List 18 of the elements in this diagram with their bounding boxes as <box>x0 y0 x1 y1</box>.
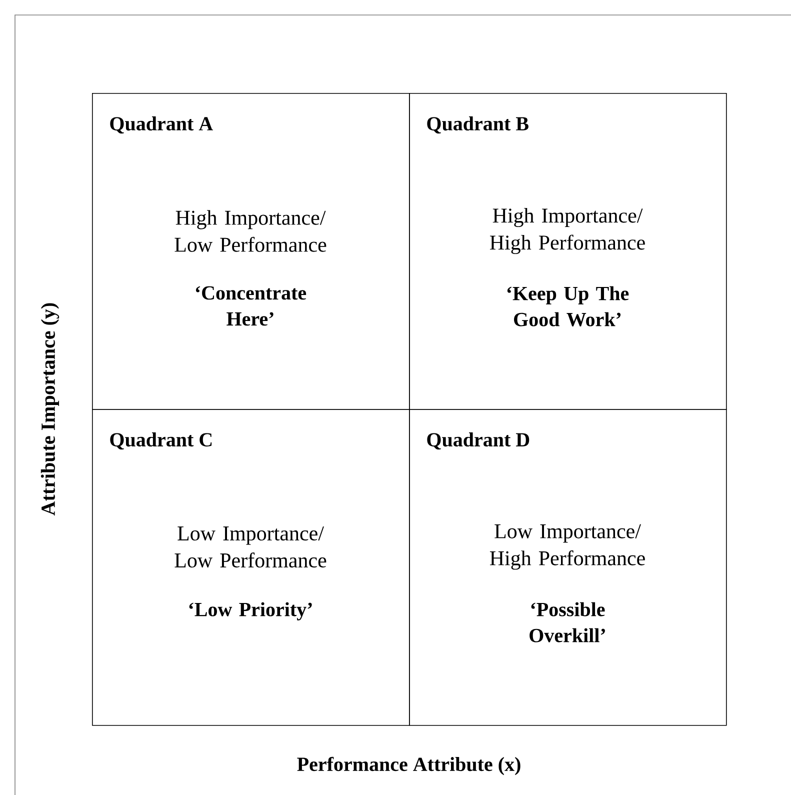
quadrant-heading: Quadrant C <box>110 432 212 450</box>
quadrant-motto: ‘Possible Overkill’ <box>530 602 605 642</box>
quadrant-description: High Importance/ High Performance <box>490 208 645 254</box>
quadrant-description: Low Importance/ High Performance <box>490 524 645 570</box>
quadrant-box <box>409 409 727 726</box>
quadrant-box <box>92 93 410 410</box>
quadrant-box <box>92 409 410 726</box>
axis-label: Performance Attribute (x) <box>297 756 520 776</box>
quadrant-heading: Quadrant B <box>427 116 528 134</box>
quadrant-motto: ‘Concentrate Here’ <box>196 286 306 326</box>
quadrant-heading: Quadrant A <box>110 116 213 134</box>
quadrant-motto: ‘Keep Up The Good Work’ <box>507 286 629 326</box>
quadrant-motto: ‘Low Priority’ <box>189 602 312 620</box>
axis-label: Attribute Importance (y) <box>40 303 60 516</box>
quadrant-heading: Quadrant D <box>427 432 530 450</box>
quadrant-description: High Importance/ Low Performance <box>174 210 326 252</box>
quadrant-box <box>409 93 727 410</box>
quadrant-description: Low Importance/ Low Performance <box>174 526 326 568</box>
